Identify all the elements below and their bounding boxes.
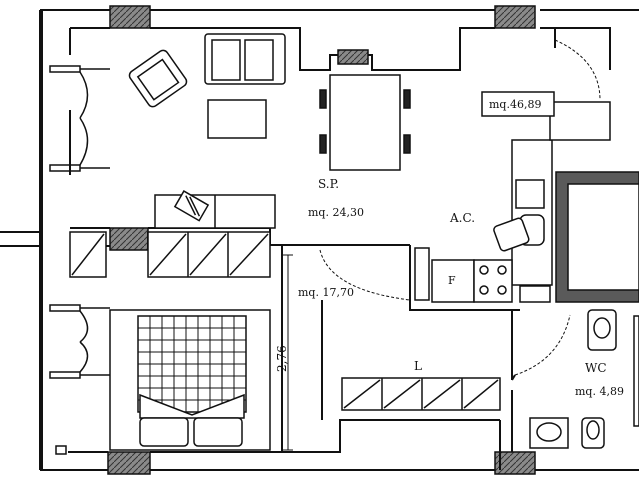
kitchen-units — [414, 101, 611, 303]
total-area-box — [481, 91, 555, 117]
fridge-label: F — [448, 274, 456, 287]
dimension-line — [283, 254, 293, 451]
living-furniture — [128, 33, 411, 229]
living-room-name: S.P. — [318, 177, 339, 191]
hall-name: L — [414, 359, 422, 373]
windows — [49, 65, 110, 455]
bedroom-area: mq. 17,70 — [298, 286, 354, 299]
kitchen-name: A.C. — [449, 211, 475, 225]
door-swings — [319, 39, 601, 376]
living-room-area: mq. 24,30 — [308, 206, 364, 219]
double-bed — [109, 309, 271, 451]
bathroom-fixtures — [529, 309, 639, 449]
structural-pillars — [107, 5, 536, 475]
bathroom-area: mq. 4,89 — [575, 385, 624, 398]
door-leaves — [409, 28, 556, 381]
wardrobes — [69, 231, 501, 411]
dimension-label: 2,76 — [275, 345, 289, 372]
total-area: mq.46,89 — [489, 98, 541, 111]
bathroom-name: WC — [585, 361, 607, 375]
service-shaft — [555, 171, 639, 303]
